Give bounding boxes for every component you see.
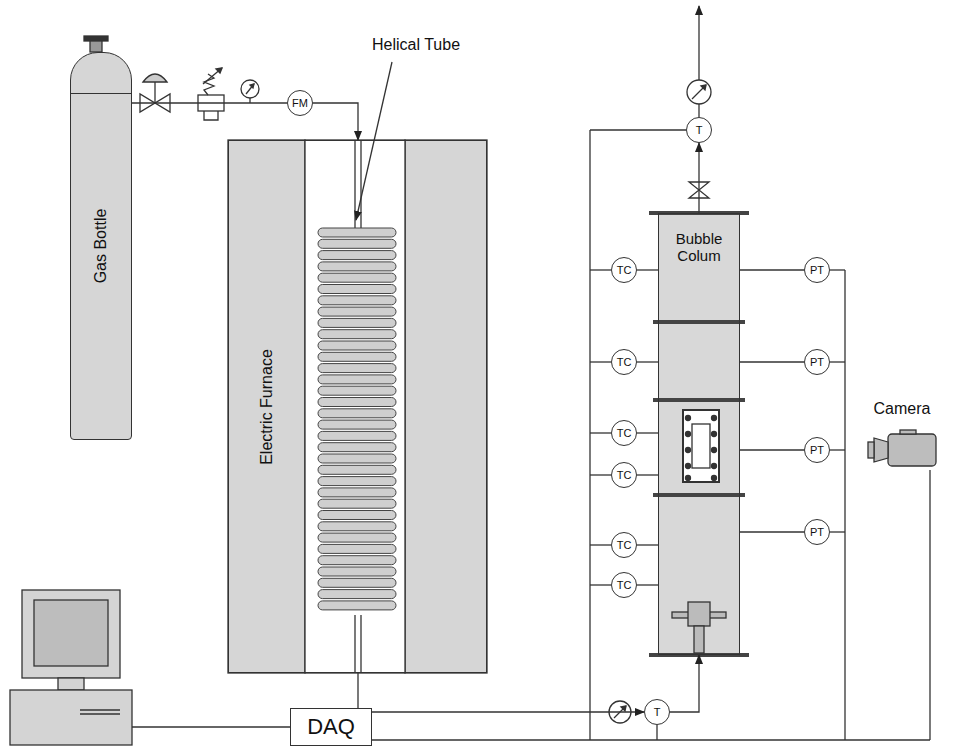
node-label: Camera [874, 400, 931, 418]
thermocouple: TC [611, 462, 637, 488]
daq-box: DAQ [290, 708, 372, 746]
temperature-sensor: T [644, 699, 670, 725]
electric-furnace: Electric Furnace [228, 140, 487, 673]
thermocouple: TC [611, 420, 637, 446]
instrument-tag: TC [617, 264, 632, 277]
pipe-connector [698, 143, 699, 213]
instrument-tag: T [654, 706, 661, 719]
temperature-sensor: T [686, 117, 712, 143]
thermocouple: TC [611, 572, 637, 598]
pressure-transducer: PT [804, 349, 830, 375]
thermocouple: TC [611, 532, 637, 558]
instrument-tag: TC [617, 356, 632, 369]
instrument-tag: T [696, 124, 703, 137]
instrument-tag: TC [617, 539, 632, 552]
part-label: Helical Tube [372, 36, 460, 54]
node-label: DAQ [307, 714, 355, 739]
pipe-connector [358, 673, 644, 712]
bubble-column: Bubble Colum [658, 213, 740, 655]
instrument-tag: TC [617, 579, 632, 592]
pipe-connector [313, 103, 358, 140]
pressure-transducer: PT [804, 519, 830, 545]
instrument-tag: PT [810, 356, 824, 369]
instrument-tag: PT [810, 264, 824, 277]
pipe-connector [132, 102, 287, 103]
node-label: Gas Bottle [92, 209, 110, 284]
instrument-tag: TC [617, 427, 632, 440]
camera-icon [866, 430, 938, 470]
gas-bottle: Gas Bottle [70, 52, 132, 440]
instrument-tag: TC [617, 469, 632, 482]
camera: Camera [866, 430, 938, 470]
flow-meter: FM [287, 90, 313, 116]
node-label: Electric Furnace [258, 349, 276, 465]
instrument-tag: PT [810, 444, 824, 457]
pressure-transducer: PT [804, 257, 830, 283]
thermocouple: TC [611, 257, 637, 283]
pipe-connector [670, 655, 699, 712]
instrument-tag: FM [292, 97, 308, 110]
pressure-transducer: PT [804, 437, 830, 463]
thermocouple: TC [611, 349, 637, 375]
node-label: Bubble Colum [659, 230, 739, 265]
instrument-tag: PT [810, 526, 824, 539]
